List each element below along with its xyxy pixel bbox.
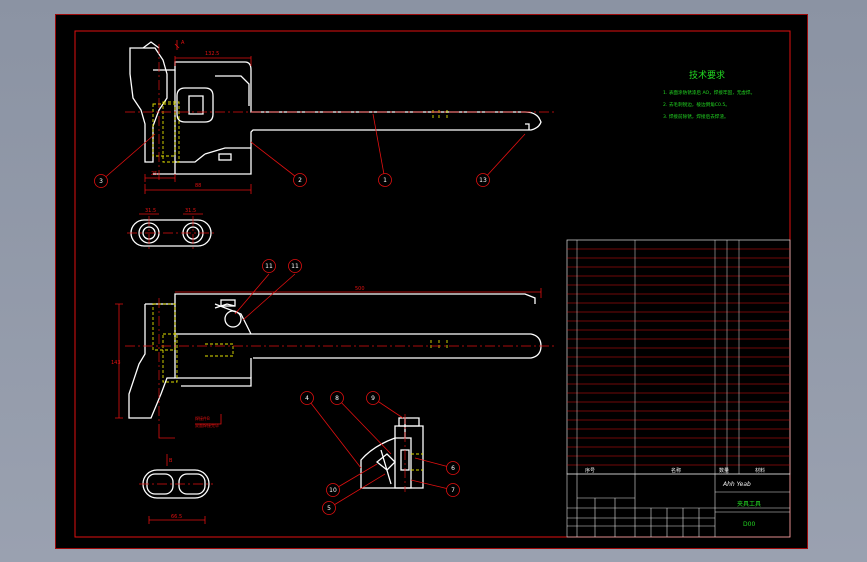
callout-balloon: 8 [330,391,344,405]
callout-balloon: 11 [288,259,302,273]
parts-list-header: 数量 [719,467,729,474]
callout-balloon: 6 [446,461,460,475]
callout-number: 7 [451,487,455,494]
parts-list: 序号 名称 数量 材料 [566,239,791,475]
callout-balloon: 9 [366,391,380,405]
callout-leaders [100,113,526,509]
svg-text:A: A [181,40,185,46]
callout-balloon: 11 [262,259,276,273]
svg-text:66.5: 66.5 [171,514,182,520]
outer-frame [55,14,808,549]
callout-number: 9 [371,395,375,402]
tech-req-item: 3. 焊接前除锈，焊接后去焊渣。 [663,113,729,120]
callout-number: 13 [479,177,487,184]
svg-text:132.5: 132.5 [205,51,219,57]
section-view-a: 31.5 31.5 [127,208,215,250]
callout-balloon: 3 [94,174,108,188]
top-view: 132.5 25 88 A [125,40,555,194]
parts-list-header: 名称 [671,467,681,474]
drawing-number: D00 [743,521,755,528]
callout-balloon: 1 [378,173,392,187]
callout-number: 6 [451,465,455,472]
svg-text:25: 25 [151,171,157,177]
svg-text:31.5: 31.5 [185,208,196,214]
callout-number: 1 [383,177,387,184]
callout-number: 11 [291,263,299,270]
parts-list-header: 序号 [585,467,595,474]
svg-text:B: B [169,458,173,464]
callout-number: 2 [298,177,302,184]
drawing-name: 夹具工具 [737,500,761,508]
callout-number: 10 [329,487,337,494]
callout-number: 11 [265,263,273,270]
callout-number: 5 [327,505,331,512]
callout-number: 4 [305,395,309,402]
svg-text:31.5: 31.5 [145,208,156,214]
callout-balloon: 4 [300,391,314,405]
svg-text:143: 143 [111,360,121,366]
callout-bubbles: 3 2 1 13 11 11 4 8 9 6 7 10 5 [94,173,490,515]
callout-balloon: 10 [326,483,340,497]
callout-balloon: 2 [293,173,307,187]
drawing-svg: 132.5 25 88 A 31.5 31.5 [55,14,808,549]
callout-number: 8 [335,395,339,402]
parts-list-header: 材料 [755,467,765,474]
tech-requirements: 技术要求 1. 表面涂防锈漆后 AO，焊接牢固，无虚焊。 2. 去毛刺锐边，棱边… [663,69,755,120]
callout-balloon: 7 [446,483,460,497]
tech-req-title: 技术要求 [689,69,725,81]
section-view-b: B 66.5 [139,454,213,524]
clamp-detail [360,414,424,492]
tech-req-item: 1. 表面涂防锈漆后 AO，焊接牢固，无虚焊。 [663,89,755,96]
svg-text:88: 88 [195,183,201,189]
signature: Ahh Yeab [722,481,751,488]
callout-balloon: 5 [322,501,336,515]
drawing-canvas[interactable]: 132.5 25 88 A 31.5 31.5 [55,14,808,549]
tech-req-item: 2. 去毛刺锐边，棱边倒角C0.5。 [663,101,730,108]
callout-balloon: 13 [476,173,490,187]
svg-text:双面焊接完毕: 双面焊接完毕 [195,422,219,428]
side-view: 500 143 焊接件B 双面焊接完毕 [111,286,555,439]
title-block: Ahh Yeab 夹具工具 D00 [566,473,791,538]
svg-text:焊接件B: 焊接件B [195,415,210,421]
callout-number: 3 [99,178,103,185]
svg-text:500: 500 [355,286,365,292]
